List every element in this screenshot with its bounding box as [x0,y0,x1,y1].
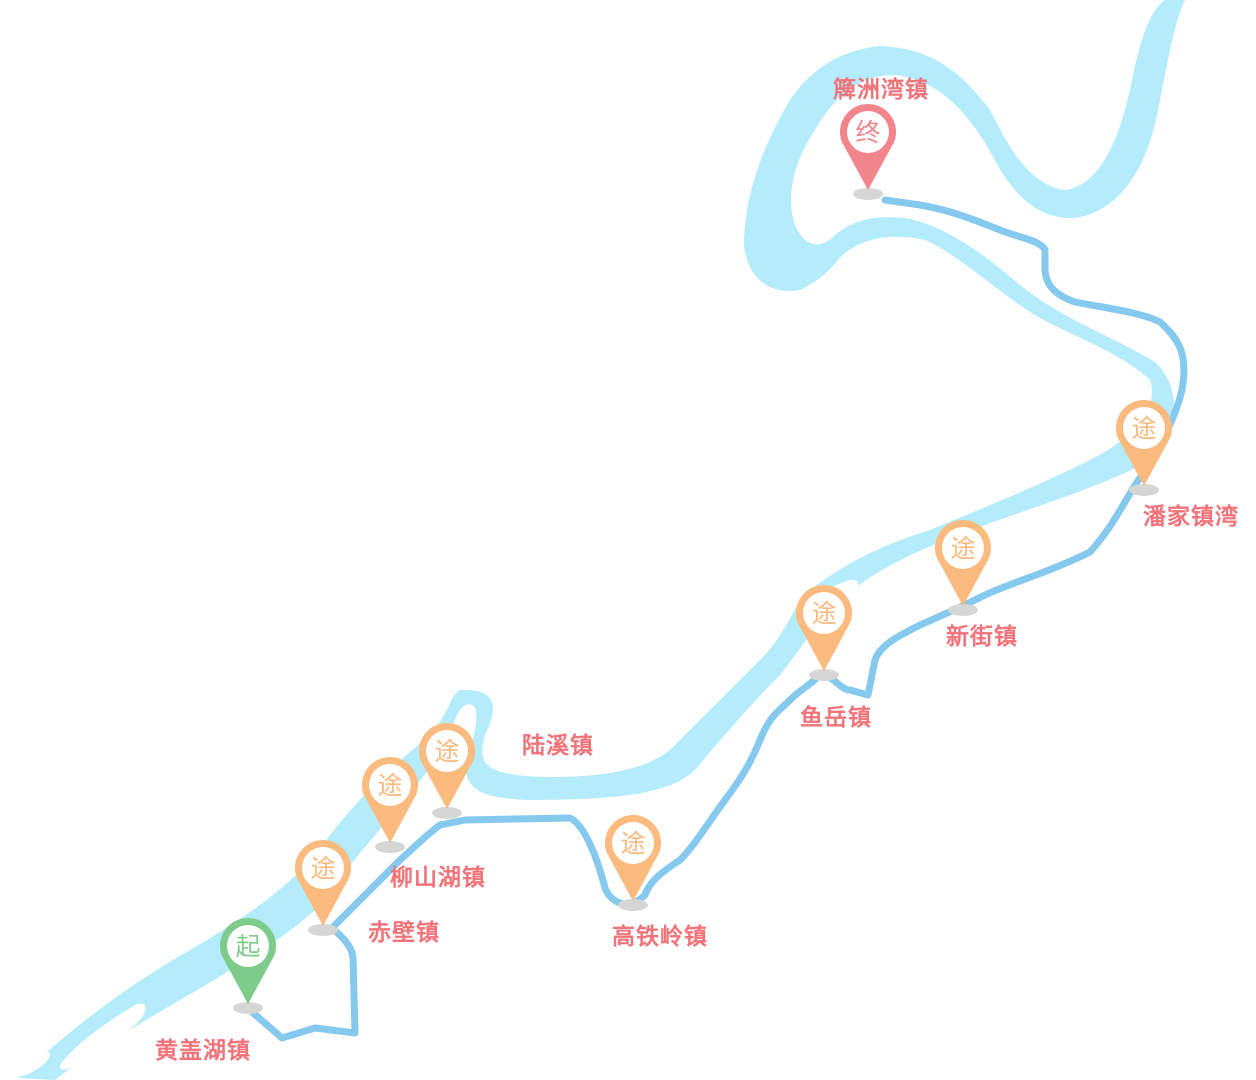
waypoint-pin-icon: 途 [295,839,351,936]
pin-glyph: 起 [235,932,260,961]
town-label-yuyue: 鱼岳镇 [800,705,872,731]
pin-inner-circle [227,925,269,967]
pin-shadow [948,604,978,616]
town-label-gaotieling: 高铁岭镇 [612,924,708,950]
pin-shadow [853,188,883,200]
pin-inner-circle [803,592,845,634]
town-label-paizhouwan: 簰洲湾镇 [833,77,929,103]
end-pin-icon: 终 [840,103,897,200]
pin-inner-circle [1123,407,1165,449]
town-label-huanggaihu: 黄盖湖镇 [155,1038,251,1064]
pin-inner-circle [847,111,889,153]
pin-glyph: 途 [950,534,975,563]
town-label-liushanhu: 柳山湖镇 [390,865,486,891]
waypoint-pin-icon: 途 [1116,399,1172,496]
route-line [248,196,1188,1042]
town-label-chibi: 赤壁镇 [368,920,440,946]
pin-inner-circle [369,764,411,806]
waypoint-pin-icon: 途 [796,584,852,681]
town-label-luxi: 陆溪镇 [522,733,594,759]
pin-glyph: 终 [855,118,880,147]
waypoint-pin-icon: 途 [935,519,992,616]
pin-inner-circle [942,527,984,569]
town-label-xinjie: 新街镇 [946,624,1018,650]
pin-shadow [618,899,648,911]
pin-glyph: 途 [811,599,836,628]
town-label-panjiazhenwan: 潘家镇湾 [1143,504,1239,530]
pin-glyph: 途 [434,737,459,766]
pin-inner-circle [426,730,468,772]
pin-shadow [1129,484,1159,496]
pin-glyph: 途 [377,771,402,800]
pin-glyph: 途 [1131,414,1156,443]
pin-shadow [375,841,405,853]
waypoint-pin-icon: 途 [362,756,418,853]
river-main-channel [18,0,1185,1080]
pin-inner-circle [612,822,654,864]
river-mouth-island [60,1003,146,1070]
pin-glyph: 途 [310,854,335,883]
start-pin-icon: 起 [220,917,276,1014]
pin-inner-circle [302,847,344,889]
waypoint-pin-icon: 途 [605,814,661,911]
pin-glyph: 途 [620,829,645,858]
pin-shadow [308,924,338,936]
river [18,0,1185,1080]
pin-shadow [809,669,839,681]
river-small-island [20,1052,51,1076]
waypoint-pin-icon: 途 [419,722,475,819]
pin-shadow [432,807,462,819]
pin-shadow [233,1002,263,1014]
